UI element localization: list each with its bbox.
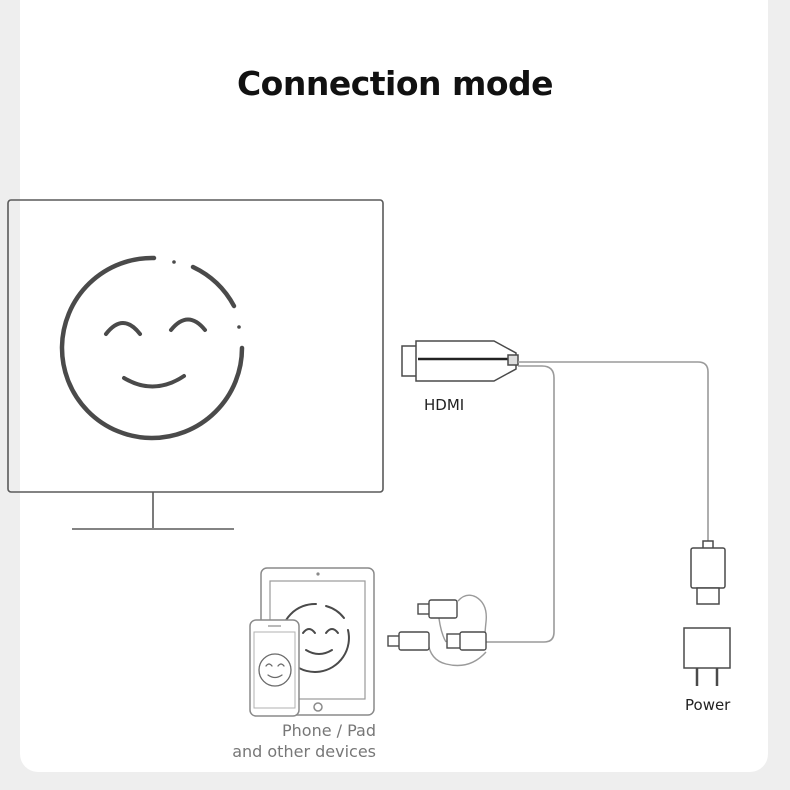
device-cable	[486, 365, 555, 643]
tablet-smiley-left-eye	[302, 628, 316, 634]
smiley-outline-arc	[59, 255, 245, 441]
lightning-plug	[398, 631, 430, 651]
smiley-left-eye	[104, 321, 142, 336]
power-adapter-body	[683, 627, 731, 669]
phone-screen	[253, 631, 296, 709]
smiley-outline-short-arc	[190, 264, 237, 309]
tablet-smiley-short-arc	[325, 605, 345, 619]
smiley-mouth	[122, 374, 186, 389]
tv-monitor	[7, 199, 384, 530]
diagram-title: Connection mode	[236, 64, 554, 103]
phone-smiley-icon	[258, 653, 292, 687]
power-label: Power	[685, 696, 731, 714]
phone-smiley-mouth	[267, 674, 283, 679]
tablet-camera	[316, 572, 320, 576]
micro-usb-plug	[428, 599, 458, 619]
usb-plug-body	[690, 547, 726, 589]
micro-usb-tip	[417, 603, 431, 615]
hdmi-label: HDMI	[424, 396, 465, 414]
smiley-face-icon	[59, 255, 245, 441]
cables	[486, 361, 709, 643]
phone-smiley-outline	[258, 653, 292, 687]
devices-label-line2: and other devices	[232, 742, 376, 761]
phone-icon	[249, 619, 300, 717]
usb-plug-icon	[690, 540, 726, 605]
smiley-right-eye	[169, 317, 207, 332]
phone-smiley-right-eye	[277, 663, 285, 667]
smiley-dot	[237, 325, 241, 329]
power-cable	[518, 361, 709, 545]
lightning-tip	[387, 635, 401, 647]
hdmi-connector-icon	[401, 340, 519, 382]
tv-screen-frame	[7, 199, 384, 493]
tablet-smiley-mouth	[305, 649, 333, 655]
phone-body	[249, 619, 300, 717]
hdmi-plug-joint	[507, 354, 519, 366]
usb-plug-head	[696, 587, 720, 605]
hdmi-plug-body	[415, 340, 517, 382]
tablet-home-button	[313, 702, 323, 712]
smiley-dot	[172, 260, 176, 264]
adapter-link-cable	[427, 641, 487, 667]
multi-adapter-icon	[387, 594, 487, 667]
devices-label-line1: Phone / Pad	[281, 721, 376, 740]
devices-label: Phone / Pad and other devices	[200, 720, 376, 762]
power-adapter-icon	[683, 627, 731, 686]
tablet-smiley-right-eye	[325, 628, 339, 634]
usb-c-plug	[459, 631, 487, 651]
usb-c-tip	[446, 633, 462, 649]
phone-smiley-left-eye	[265, 663, 273, 667]
